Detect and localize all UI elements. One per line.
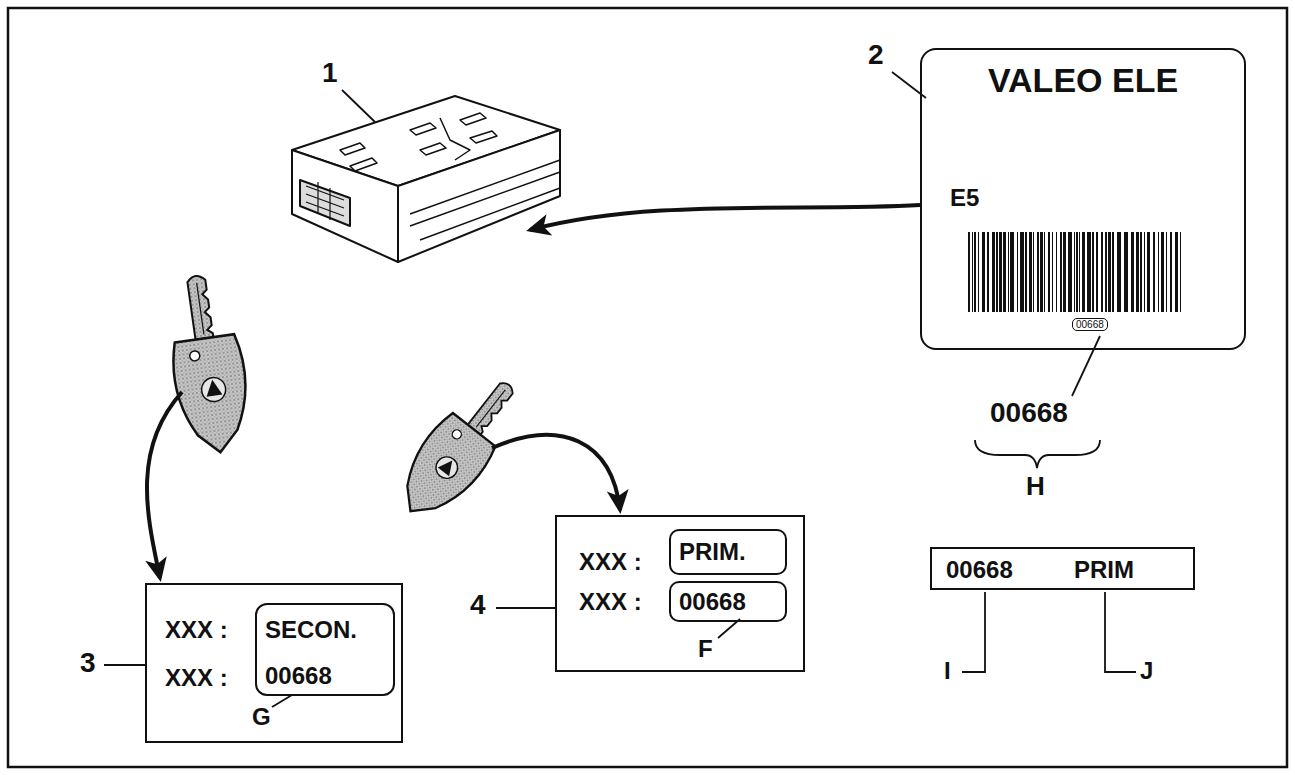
bar [1040,232,1043,312]
label-text: 00668 [946,557,1013,583]
callout-number: 4 [470,590,486,621]
bar [1092,232,1094,312]
callout-letter: G [252,704,271,730]
code-frame: PRIM. [669,529,787,575]
bar [1056,232,1057,312]
bar [1101,232,1103,312]
leader-lines [104,72,1136,707]
bar [1060,232,1062,312]
immobiliser-module [292,96,560,262]
bar [1033,232,1034,312]
bar [1131,232,1134,312]
bar [974,232,976,312]
bar [1180,232,1181,312]
key-primary [386,365,534,530]
callout-letter: H [1026,472,1045,501]
bar [1076,232,1078,312]
callout-number: 2 [868,40,884,71]
bar [1096,232,1098,312]
key-label: XXX : XXX : PRIM. 00668 [555,515,805,672]
barcode [968,232,1181,312]
code-number: 00668 [990,398,1068,429]
bar [1166,232,1167,312]
bar [1079,232,1080,312]
bar [1087,232,1091,312]
label-text: XXX : [165,617,228,643]
code-frame: 00668 [669,581,787,622]
bar [992,232,995,312]
bar [1153,232,1155,312]
key-arrow [492,435,620,510]
bar [982,232,985,312]
bar [1063,232,1066,312]
label-text: SECON. [265,617,357,643]
bar [999,232,1002,312]
bar [996,232,998,312]
label-text: 00668 [679,589,746,615]
bar [987,232,989,312]
label-text: VALEO ELE [922,62,1244,99]
bar [1158,232,1159,312]
bar [1052,232,1053,312]
label-text: PRIM [1074,557,1134,583]
bar [1008,232,1009,312]
bar [972,232,973,312]
bar [1003,232,1006,312]
bar [1010,232,1014,312]
callout-number: 3 [80,648,96,679]
bar [1144,232,1145,312]
key-secondary [161,271,255,457]
key-arrow [147,392,182,578]
frame [8,8,1287,767]
bar [1068,232,1072,312]
bar [1025,232,1027,312]
callout-number: 1 [322,58,338,89]
code-strip: 00668 PRIM [930,547,1195,590]
label-text: E5 [950,185,979,211]
bar [968,232,970,312]
bar [1048,232,1050,312]
bar [1140,232,1142,312]
label-text: XXX : [579,549,642,575]
label-text: PRIM. [679,539,746,565]
bar [1082,232,1085,312]
bar [1112,232,1114,312]
bar [1117,232,1121,312]
barcode-label: VALEO ELE E5 00668 [920,48,1246,350]
bar [1161,232,1164,312]
bar [1170,232,1172,312]
bar [1105,232,1107,312]
bar [1029,232,1032,312]
bar [1017,232,1018,312]
label-text: 00668 [1072,318,1108,331]
bar [1124,232,1128,312]
bar [978,232,979,312]
bar [1108,232,1111,312]
bar [1074,232,1075,312]
label-text: 00668 [265,663,332,689]
callout-letter: J [1140,658,1153,684]
bar [1020,232,1024,312]
callout-letter: I [944,658,951,684]
label-text: XXX : [579,589,642,615]
code-frame: SECON. 00668 [255,603,395,696]
fitting-arrow [530,205,920,230]
brace [975,440,1100,468]
callout-letter: F [698,636,713,662]
key-label: XXX : XXX : SECON. 00668 [145,583,403,743]
bar [1136,232,1139,312]
bar [1175,232,1178,312]
bar [1037,232,1039,312]
bar [1044,232,1045,312]
bar [1147,232,1150,312]
label-text: XXX : [165,665,228,691]
